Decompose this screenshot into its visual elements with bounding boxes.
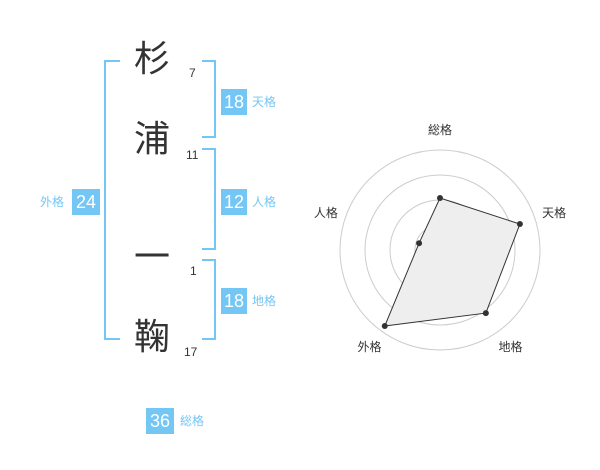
radar-point-3 xyxy=(381,323,388,330)
jinkaku-label: 人格 xyxy=(252,195,277,209)
name-char-2: 浦 xyxy=(133,119,170,160)
tenkaku-label: 天格 xyxy=(252,95,277,109)
name-char-1: 杉 xyxy=(133,39,170,80)
radar-points xyxy=(381,195,523,330)
gaikaku-label: 外格 xyxy=(40,195,65,209)
jinkaku-value: 12 xyxy=(221,189,247,215)
jinkaku-bracket xyxy=(202,148,216,250)
chikaku-bracket xyxy=(202,259,216,340)
stroke-count-2: 11 xyxy=(186,148,199,162)
stroke-count-4: 17 xyxy=(184,345,198,359)
radar-label-2: 地格 xyxy=(499,339,523,354)
radar-point-1 xyxy=(516,221,523,228)
radar-point-2 xyxy=(482,310,489,317)
tenkaku-bracket xyxy=(202,60,216,138)
radar-ring-4 xyxy=(339,149,541,351)
soukaku-label: 総格 xyxy=(180,414,205,428)
radar-label-1: 天格 xyxy=(542,205,566,220)
gaikaku-bracket xyxy=(104,60,120,340)
radar-label-4: 人格 xyxy=(314,205,338,220)
stroke-count-3: 1 xyxy=(190,264,197,278)
radar-label-0: 総格 xyxy=(428,122,452,137)
radar-ring-3 xyxy=(364,174,516,326)
soukaku-value: 36 xyxy=(146,408,174,434)
radar-polygon xyxy=(383,197,521,327)
name-char-3: 一 xyxy=(133,237,170,278)
chikaku-value: 18 xyxy=(221,288,247,314)
radar-label-3: 外格 xyxy=(357,339,381,354)
gaikaku-value: 24 xyxy=(72,189,100,215)
chikaku-label: 地格 xyxy=(252,294,277,308)
name-char-4: 鞠 xyxy=(133,317,170,358)
radar-point-0 xyxy=(437,195,443,201)
tenkaku-value: 18 xyxy=(221,89,247,115)
radar-point-4 xyxy=(416,240,423,247)
stroke-count-1: 7 xyxy=(189,66,196,80)
